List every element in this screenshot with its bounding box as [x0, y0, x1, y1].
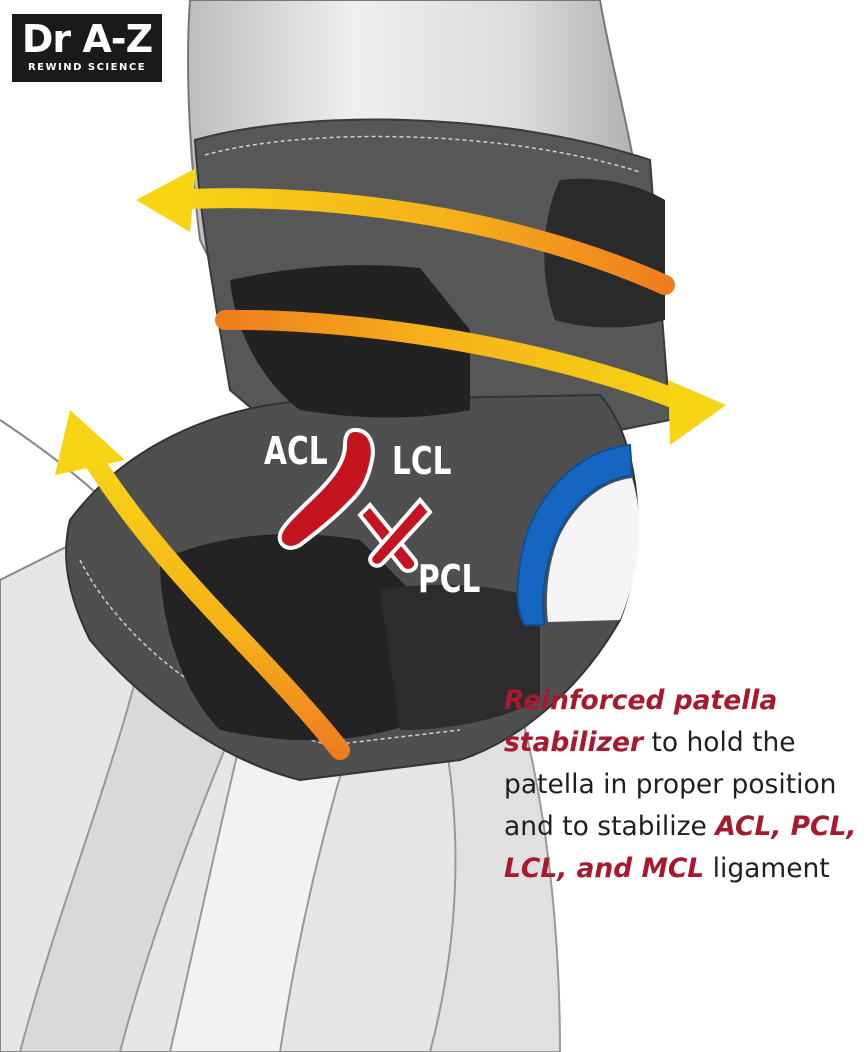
compression-arrow-top: [160, 188, 675, 295]
patella-window: [546, 478, 640, 622]
caption-text-1: to hold the: [643, 727, 796, 758]
arrow-head-lower-up: [55, 410, 125, 475]
patella-ring: [516, 443, 634, 626]
caption-text-3: and to stabilize: [504, 811, 716, 842]
arrow-head-top-left: [136, 168, 196, 232]
caption-text-2: patella in proper position: [504, 769, 837, 800]
strap-lower-left: [160, 534, 420, 741]
brand-logo: Dr A-Z REWIND SCIENCE: [12, 14, 162, 82]
caption-highlight-2: stabilizer: [504, 727, 644, 758]
strap-lower-right: [380, 584, 540, 730]
caption-highlight-4: LCL, and MCL: [504, 853, 705, 884]
feature-caption: Reinforced patella stabilizer to hold th…: [504, 680, 866, 890]
logo-main-text: Dr A-Z: [21, 17, 153, 61]
pcl-label: PCL: [418, 557, 481, 601]
acl-label: ACL: [264, 429, 328, 473]
arrow-head-middle-right: [668, 380, 726, 445]
lcl-label: LCL: [392, 439, 452, 483]
caption-highlight-1: Reinforced patella: [504, 685, 778, 716]
caption-highlight-3: ACL, PCL,: [715, 811, 857, 842]
compression-arrow-lower: [80, 445, 350, 760]
caption-text-4: ligament: [704, 853, 830, 884]
acl-ligament: [277, 427, 375, 550]
brace-stitch-top: [204, 135, 641, 173]
logo-sub-text: REWIND SCIENCE: [27, 62, 147, 73]
pcl-ligament-b: [368, 496, 433, 568]
compression-arrow-middle: [215, 309, 700, 415]
strap-upper-left: [230, 265, 470, 418]
